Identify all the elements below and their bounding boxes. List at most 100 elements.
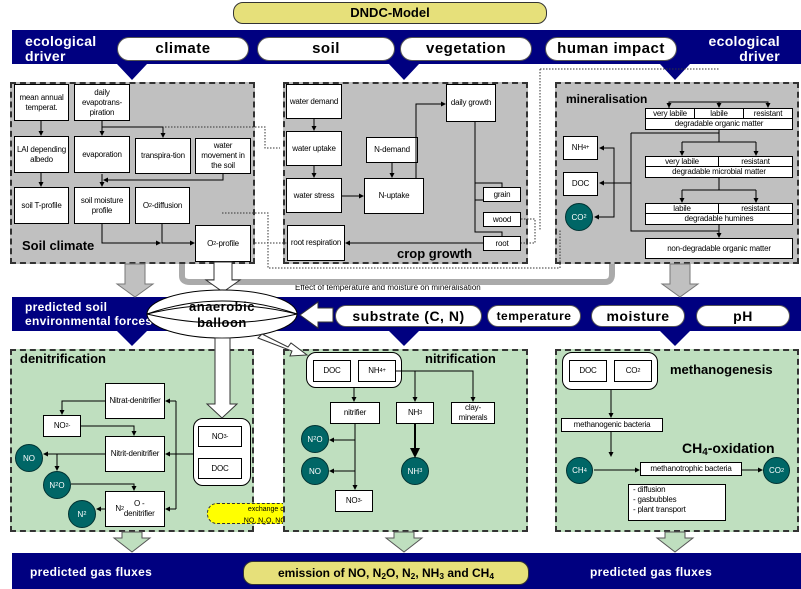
- dotted-link-human: [539, 68, 720, 230]
- transport-gasbubbles: - gasbubbles: [633, 495, 677, 504]
- model-title: DNDC-Model: [350, 5, 430, 20]
- dotted-link-o2: [222, 212, 561, 269]
- force-temperature: temperature: [487, 305, 581, 327]
- box-transport-list: - diffusion - gasbubbles - plant transpo…: [628, 484, 726, 521]
- effect-label: Effect of temperature and moisture on mi…: [295, 283, 481, 292]
- box-soil-t-profile: soil T-profile: [14, 187, 69, 224]
- balloon-label: anaerobic: [189, 299, 255, 314]
- anaerobic-balloon: [146, 289, 298, 339]
- box-nit-doc: DOC: [313, 360, 351, 382]
- nitrification-panel: [283, 349, 528, 532]
- den-no-circle: NO: [15, 444, 43, 472]
- box-den-doc: DOC: [198, 458, 242, 479]
- box-transpiration: transpira-tion: [135, 138, 191, 174]
- ecological-driver-label-left: ecological driver: [25, 33, 97, 64]
- arrow-soilclimate-down: [115, 263, 155, 298]
- arrow-soil-down: [389, 64, 419, 80]
- force-substrate: substrate (C, N): [335, 305, 482, 327]
- denitrification-title: denitrification: [20, 351, 106, 366]
- dotted-link-evap: [165, 126, 280, 149]
- model-title-badge: DNDC-Model: [233, 2, 547, 24]
- soil-climate-title: Soil climate: [22, 238, 95, 253]
- arrow-climate-down: [117, 64, 147, 80]
- box-meth-doc: DOC: [569, 360, 607, 382]
- box-nitrifier: nitrifier: [330, 402, 380, 424]
- arrow-balloon-to-den: [205, 337, 239, 419]
- box-wood: wood: [483, 212, 521, 227]
- arrow-meth-down: [655, 531, 695, 553]
- arrow-o2-down: [204, 261, 242, 293]
- box-mean-temperature: mean annual temperat.: [14, 84, 69, 121]
- arrow-nit-down: [384, 531, 424, 553]
- pool3-label: degradable humines: [645, 213, 793, 225]
- driver-human-impact: human impact: [545, 37, 677, 61]
- balloon-label-2: balloon: [197, 315, 247, 330]
- pool1-label: degradable organic matter: [645, 118, 793, 130]
- nit-no-circle: NO: [301, 457, 329, 485]
- arrow-den-down: [112, 531, 152, 553]
- ecological-driver-label-right: ecological driver: [708, 33, 780, 64]
- arrow-mineral-down: [660, 263, 700, 298]
- gas-flux-label-right: predicted gas fluxes: [590, 565, 713, 579]
- force-ph: pH: [696, 305, 790, 327]
- box-evapotranspiration: daily evapotrans-piration: [74, 84, 130, 121]
- methanogenesis-title: methanogenesis: [670, 362, 773, 377]
- force-moisture: moisture: [591, 305, 685, 327]
- emission-badge: emission of NO, N2O, N2, NH3 and CH4: [243, 561, 529, 585]
- non-degradable-box: non-degradable organic matter: [645, 238, 793, 259]
- box-water-uptake: water uptake: [286, 131, 342, 166]
- box-clay-minerals: clay-minerals: [451, 402, 495, 424]
- feedback-pipe: [179, 264, 615, 285]
- box-lai-albedo: LAI depending albedo: [14, 136, 69, 173]
- box-evaporation: evaporation: [74, 136, 130, 173]
- arrow-forces-meth: [660, 331, 690, 346]
- box-nitrat-denitrifier: Nitrat-denitrifier: [105, 383, 165, 419]
- box-n-uptake: N-uptake: [364, 178, 424, 214]
- arrow-human-down: [660, 64, 690, 80]
- arrow-forces-nit: [389, 331, 419, 346]
- driver-soil: soil: [257, 37, 395, 61]
- transport-diffusion: - diffusion: [633, 485, 666, 494]
- mineralisation-title: mineralisation: [566, 92, 648, 106]
- ch4-oxidation-title: CH4-oxidation: [682, 440, 775, 458]
- min-doc-box: DOC: [563, 172, 598, 196]
- box-daily-growth: daily growth: [446, 84, 496, 122]
- box-water-demand: water demand: [286, 84, 342, 119]
- box-nitrit-denitrifier: Nitrit-denitrifier: [105, 436, 165, 472]
- box-methanotrophic-bacteria: methanotrophic bacteria: [640, 462, 742, 476]
- driver-climate: climate: [117, 37, 249, 61]
- nitrification-title: nitrification: [425, 351, 496, 366]
- dotted-link-wood: [521, 218, 536, 244]
- box-root: root: [483, 236, 521, 251]
- box-water-movement: water movement in the soil: [195, 138, 251, 174]
- crop-growth-title: crop growth: [397, 246, 473, 261]
- arrow-forces-den: [117, 331, 147, 346]
- soil-forces-label: predicted soil environmental forces: [25, 300, 153, 328]
- arrow-substrate-to-balloon: [299, 301, 334, 329]
- driver-vegetation: vegetation: [400, 37, 532, 61]
- box-n-demand: N-demand: [366, 137, 418, 163]
- transport-plant: - plant transport: [633, 505, 686, 514]
- gas-flux-label-left: predicted gas fluxes: [30, 565, 153, 579]
- box-water-stress: water stress: [286, 178, 342, 213]
- box-soil-moisture: soil moisture profile: [74, 187, 130, 224]
- box-methanogenic-bacteria: methanogenic bacteria: [561, 418, 663, 432]
- arrow-balloon-to-nit: [257, 333, 309, 357]
